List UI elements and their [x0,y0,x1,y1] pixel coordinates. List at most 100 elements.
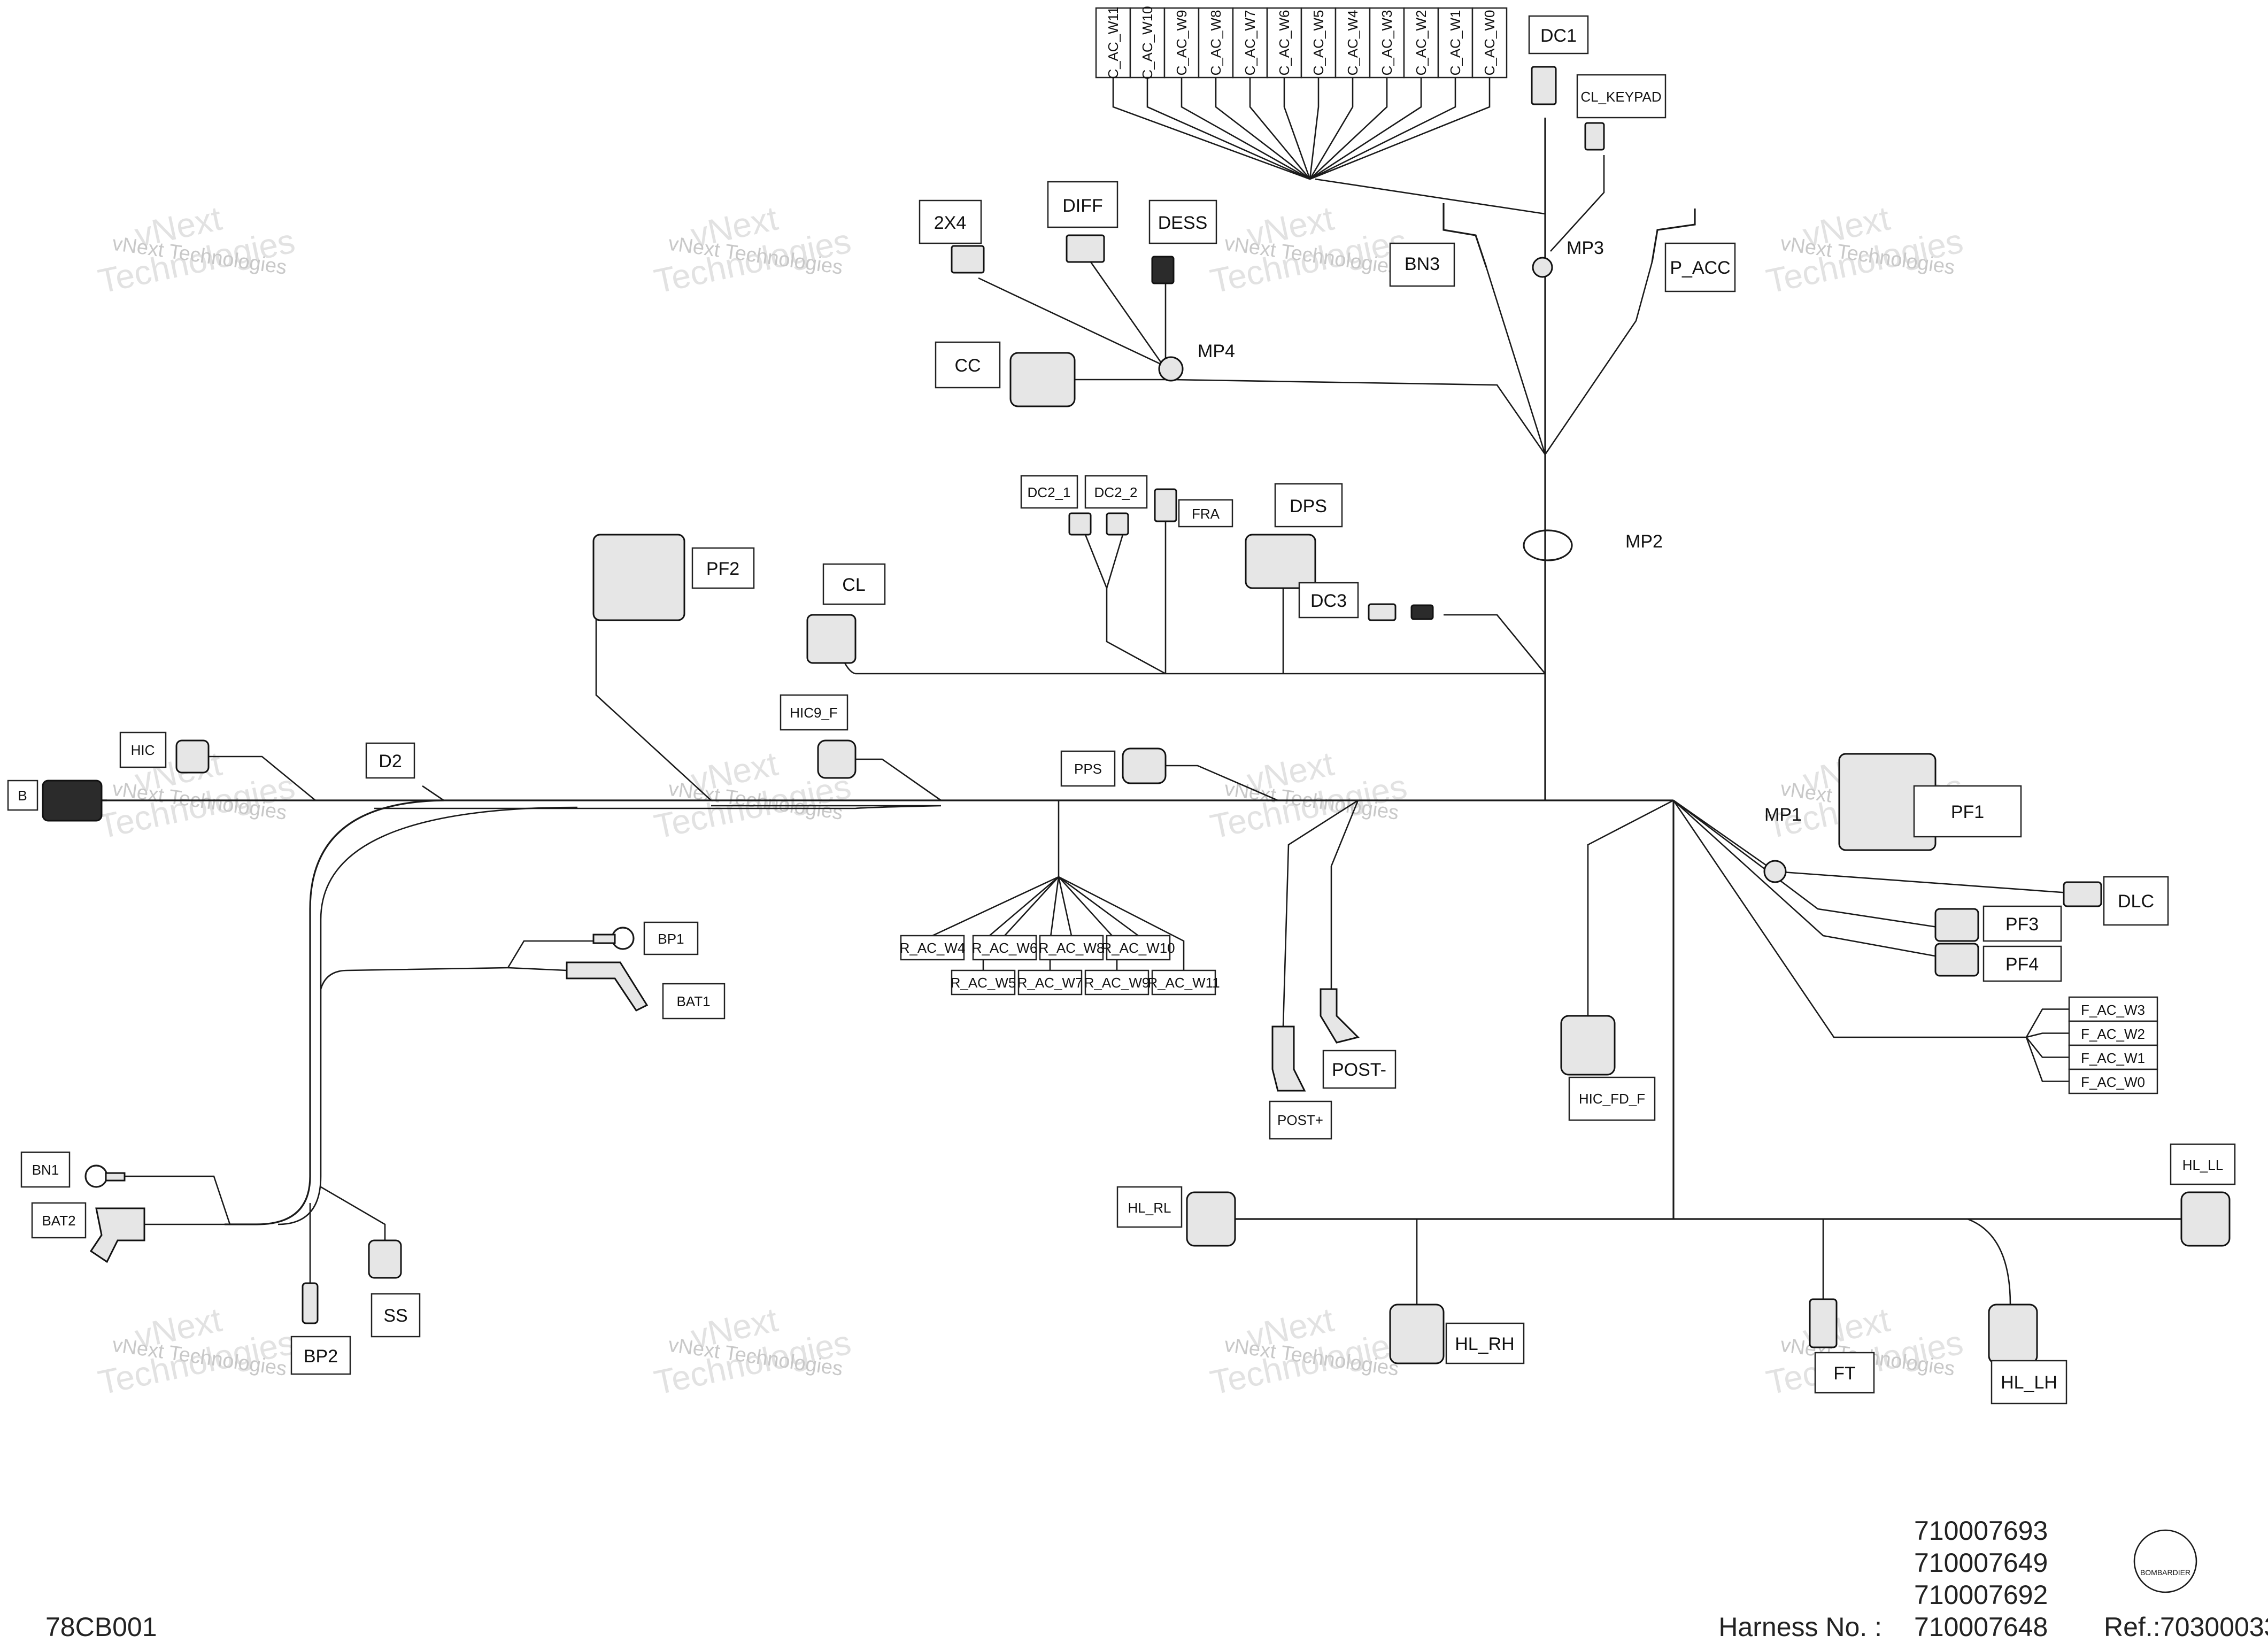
c-ac-label-box [1266,7,1302,79]
2x4-wire [978,277,1171,370]
dc3-connector-icon [1368,603,1397,621]
hl-ll-label-box [2170,1143,2236,1185]
f-ac-wire [2025,1008,2069,1038]
harness-number-2: 710007649 [1914,1548,2048,1578]
hic-fd-f-label-box [1568,1076,1656,1121]
cl-keypad-wire [1550,155,1605,252]
c-ac-label: C_AC_W10 [1139,6,1155,79]
c-ac-wire [1249,78,1311,180]
pf2-connector-icon [592,534,685,621]
2x4-label-box [919,199,982,244]
p-acc-wire [1544,261,1653,455]
post-plus-terminal-icon [1271,1025,1306,1092]
f-ac-label: F_AC_W1 [2081,1050,2145,1066]
r-ac-wire [1058,876,1139,937]
hl-rh-label: HL_RH [1455,1334,1514,1354]
f-ac-label: F_AC_W2 [2081,1026,2145,1042]
stamp-text: BOMBARDIER [2140,1568,2190,1577]
c-ac-wire [1309,78,1422,180]
c-ac-label: C_AC_W11 [1105,6,1121,79]
dc3-label: DC3 [1310,591,1347,611]
dc2-1-label: DC2_1 [1028,484,1071,500]
post-minus-label-box [1322,1050,1397,1089]
bp1-terminal-icon [592,934,616,944]
ss-wire [320,1186,386,1240]
r-ac-label-box [1039,935,1104,961]
c-ac-label: C_AC_W2 [1413,10,1429,76]
r-ac-label: R_AC_W11 [1147,975,1220,991]
hic-fd-f-connector-icon [1560,1015,1616,1076]
fra-label-box [1178,499,1233,528]
p-acc-label-box [1664,242,1736,292]
hl-rl-label: HL_RL [1128,1200,1171,1216]
f-ac-wire [2026,1032,2069,1038]
hl-rl-connector-icon [1186,1191,1236,1247]
pf1-label: PF1 [1951,802,1984,822]
dc1-label-box [1528,15,1589,55]
c-ac-label: C_AC_W9 [1174,10,1190,76]
footer: 78CB001 Harness No. : 710007693 71000764… [45,1516,2268,1642]
f-ac-wire [2025,1037,2069,1082]
fra-connector-icon [1154,488,1177,522]
bn1-label: BN1 [32,1162,59,1178]
hl-rh-label-box [1445,1322,1525,1364]
left-loop-inner [277,806,578,1225]
c-ac-label: C_AC_W8 [1208,10,1224,76]
c-ac-label-box [1471,7,1508,79]
f-ac-label-box [2068,996,2158,1022]
pf4-connector-icon [1934,943,1979,977]
hic-fd-f-label: HIC_FD_F [1579,1091,1645,1107]
r-ac-wire [932,876,1059,937]
bn1-ring-icon [84,1164,108,1188]
ft-label: FT [1833,1363,1856,1384]
r-ac-wire [1058,876,1185,970]
mp4-clip-icon [1158,356,1184,382]
p-acc-label: P_ACC [1670,258,1730,278]
f-ac-label-box [2068,1044,2158,1070]
c-ac-wire-fan [1112,78,1491,180]
bat1-wire [507,967,567,971]
ss-label-box [371,1293,421,1338]
bn1-label-box [20,1151,71,1188]
diff-label-box [1047,181,1118,228]
c-ac-label: C_AC_W1 [1447,10,1463,76]
diff-connector-icon [1066,234,1105,263]
c-ac-wire [1283,78,1311,180]
r-ac-label-box [1106,935,1171,961]
dlc-label: DLC [2118,891,2154,912]
hl-lh-connector-icon [1988,1303,2038,1364]
mp2-clip-icon [1523,529,1573,561]
cl-keypad-label-box [1576,74,1667,119]
hl-ll-connector-icon [2180,1191,2231,1247]
pf4-label-box [1982,945,2062,982]
c-ac-label-box [1300,7,1337,79]
pps-connector-icon [1122,747,1167,784]
dps-connector-icon [1245,534,1316,589]
r-ac-label-box [951,969,1016,996]
dc2-2-label-box [1084,475,1148,509]
r-ac-label-box [900,935,965,961]
post-plus-label: POST+ [1277,1112,1323,1128]
dc2-1-label-box [1020,475,1078,509]
bn1-wire [112,1175,231,1225]
ref-label: Ref.: [2104,1612,2161,1642]
mp1-label: MP1 [1764,805,1802,825]
bat1-terminal-icon [566,961,649,1012]
2x4-connector-icon [951,245,985,274]
c-ac-label: C_AC_W0 [1482,10,1498,76]
post-wires [1282,799,1359,1027]
r-ac-label-box [1151,969,1216,996]
c-ac-wire [1309,78,1456,180]
ss-label: SS [383,1306,407,1326]
c-ac-wire [1181,78,1310,180]
c-ac-wire [1309,78,1388,180]
d2-label: D2 [379,751,402,772]
b-label: B [18,788,27,804]
cl-label: CL [842,575,865,595]
bat1-label: BAT1 [676,993,710,1009]
cc-connector-icon [1009,352,1076,407]
pps-label-box [1060,750,1116,787]
cl-keypad-connector-icon [1584,122,1605,151]
bat2-label: BAT2 [42,1213,75,1229]
c-ac-label: C_AC_W4 [1345,10,1361,76]
